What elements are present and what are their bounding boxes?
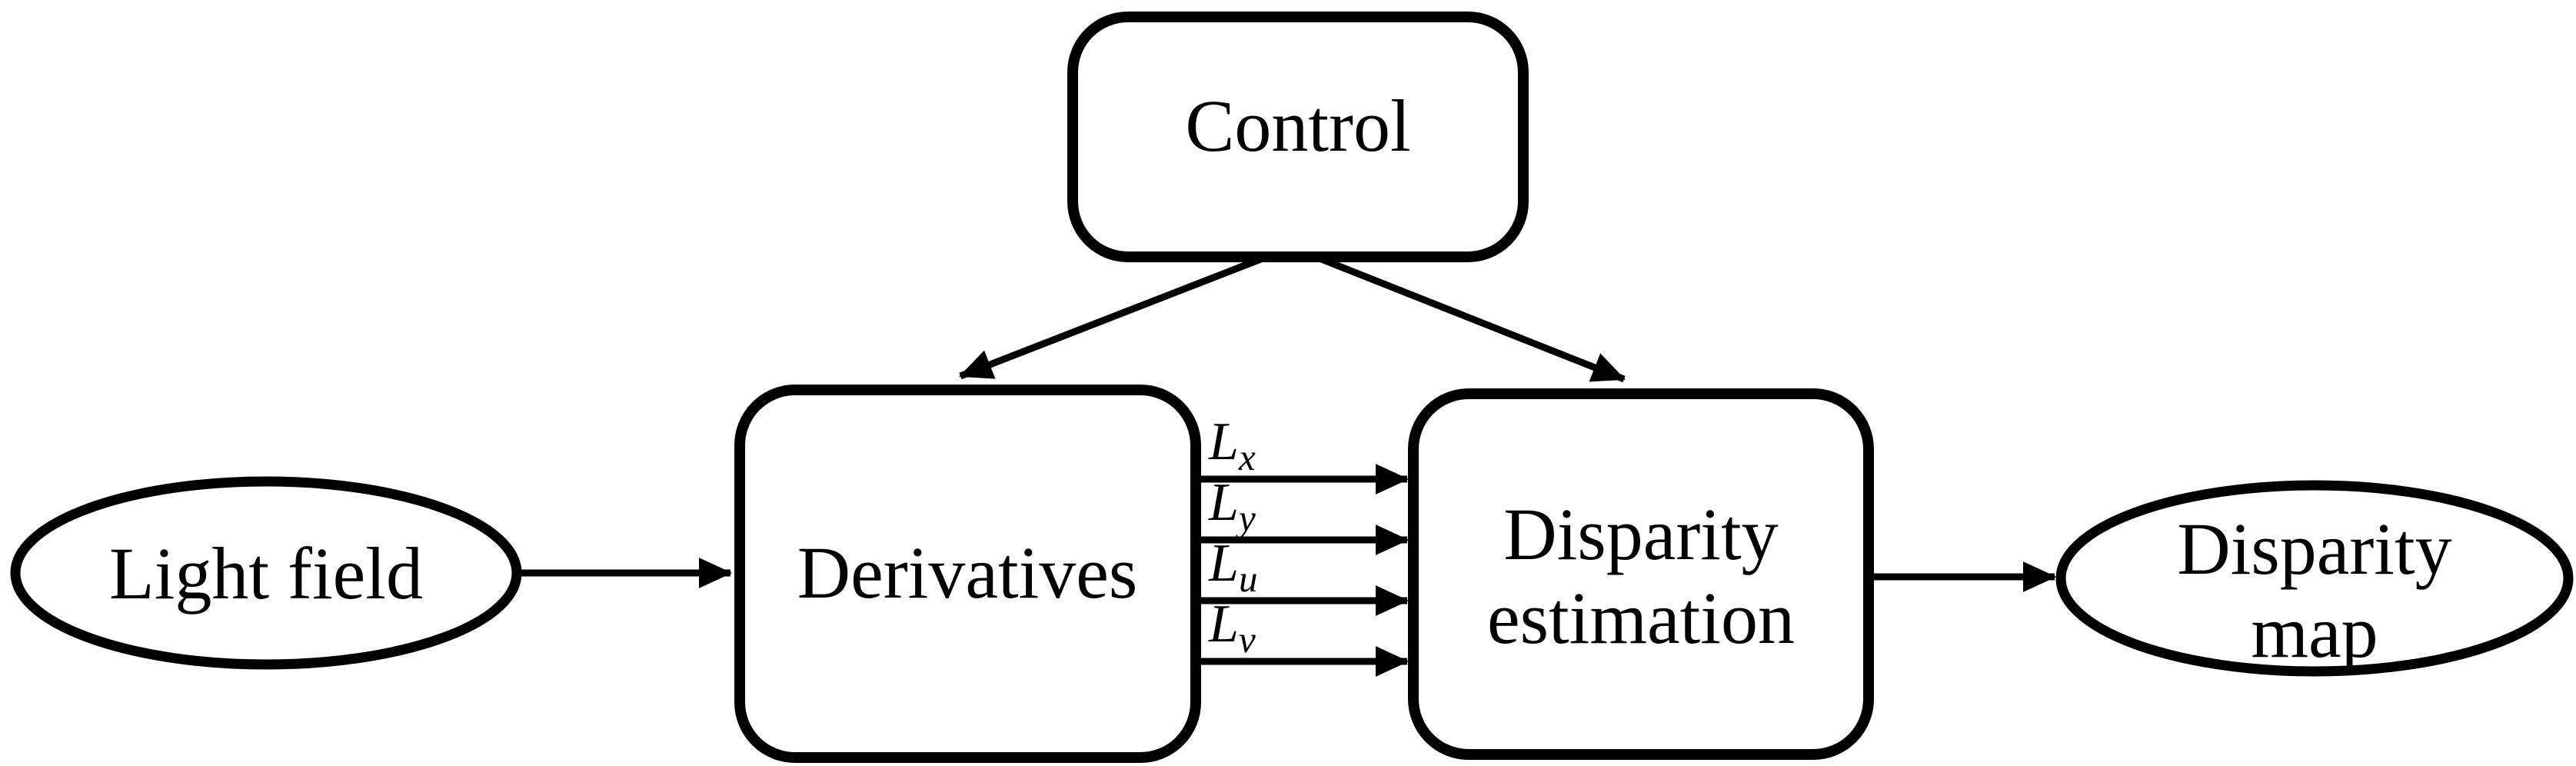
derivatives-label: Derivatives [797, 531, 1138, 614]
light-field-label: Light field [109, 532, 423, 614]
edge-lu: Lu [1196, 534, 1409, 616]
disparity-map-label-line2: map [2251, 591, 2378, 673]
edge-label-ly: Ly [1208, 473, 1256, 539]
node-disparity-estimation: Disparity estimation [1408, 388, 1874, 760]
node-disparity-map: Disparity map [2055, 480, 2574, 677]
node-derivatives: Derivatives [734, 385, 1201, 763]
edge-label-lx: Lx [1208, 412, 1256, 478]
node-light-field: Light field [10, 476, 522, 670]
edge-ly: Ly [1196, 473, 1409, 555]
disparity-estimation-label-line1: Disparity [1503, 493, 1778, 575]
edge-label-lu: Lu [1208, 534, 1257, 600]
edge-control-to-derivatives [958, 255, 1264, 380]
disparity-map-label-line1: Disparity [2177, 508, 2451, 590]
edge-control-to-disparity-estimation [1318, 255, 1626, 383]
edge-lx: Lx [1196, 412, 1409, 495]
edge-label-lv: Lv [1208, 594, 1256, 661]
edge-lv: Lv [1196, 594, 1409, 677]
disparity-estimation-label-line2: estimation [1487, 577, 1795, 659]
node-control: Control [1067, 12, 1529, 262]
control-label: Control [1185, 85, 1410, 167]
